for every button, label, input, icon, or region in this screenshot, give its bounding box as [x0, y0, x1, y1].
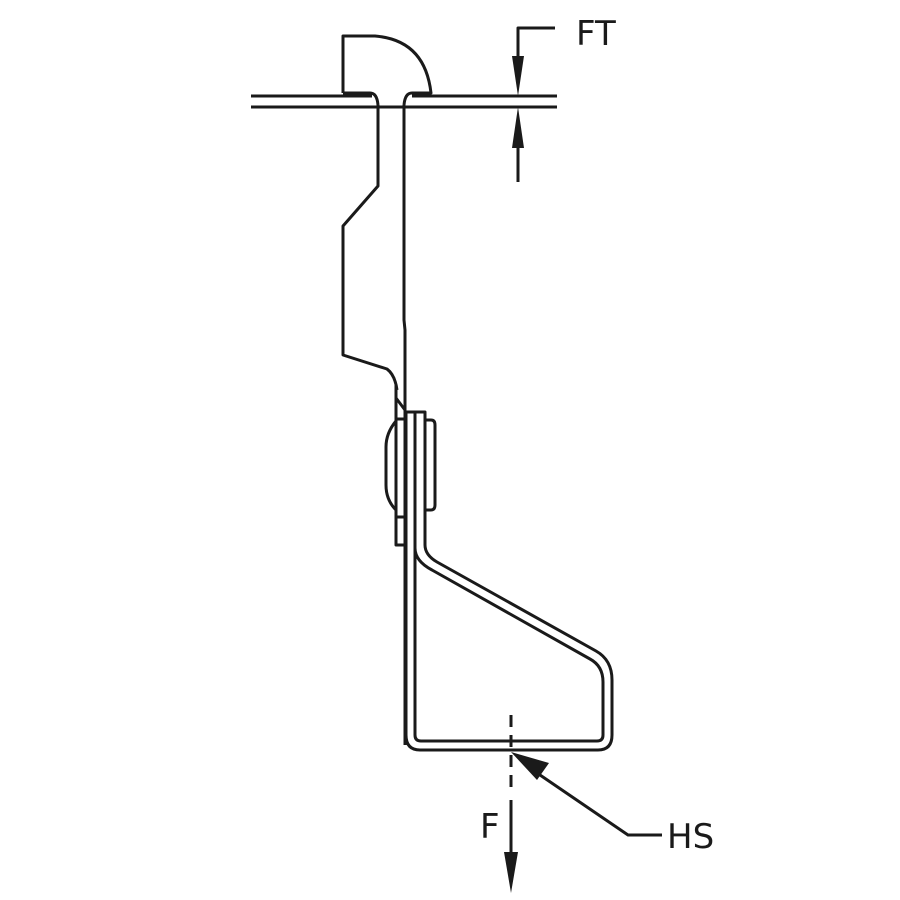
hs-leader — [511, 752, 662, 837]
hanger-seat-inner — [413, 412, 605, 743]
force-label: F — [480, 807, 500, 847]
side-tab — [425, 418, 437, 512]
ft-label: FT — [576, 14, 616, 54]
ft-dimension — [512, 26, 555, 182]
hs-label: HS — [667, 817, 714, 857]
hanger-seat-outer — [404, 410, 614, 752]
force-arrow — [504, 715, 518, 893]
nail-head — [341, 34, 433, 106]
fastener — [384, 385, 407, 547]
hanger-strap-left — [341, 105, 399, 391]
